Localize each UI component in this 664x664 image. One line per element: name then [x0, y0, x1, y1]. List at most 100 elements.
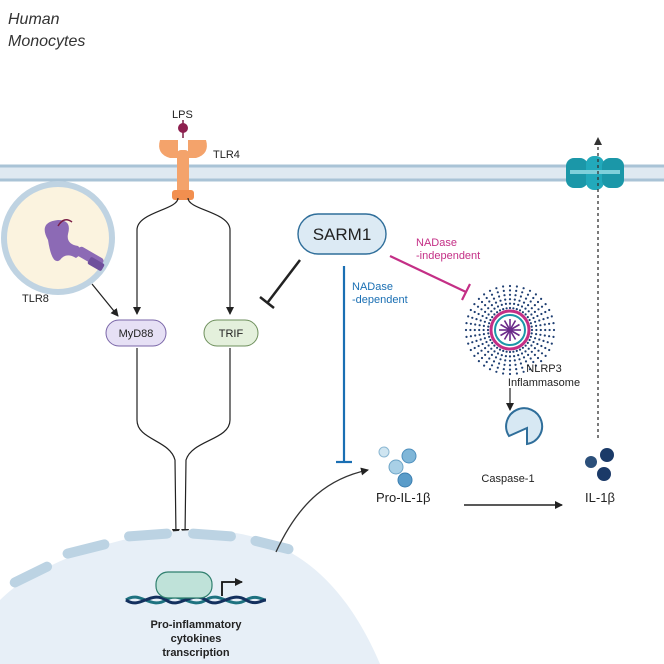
inflammasome-dot	[534, 320, 537, 323]
inflammasome-dot	[480, 356, 484, 360]
inflammasome-dot	[520, 305, 524, 308]
inflammasome-dot	[526, 316, 529, 319]
inflammasome-dot	[502, 368, 505, 371]
inflammasome-dot	[517, 354, 520, 357]
inflammasome-dot	[508, 372, 512, 376]
tlr4-to-myd88-arrow	[133, 197, 179, 315]
inflammasome-dot	[491, 316, 494, 319]
inflammasome-dot	[487, 313, 490, 316]
inflammasome-dot	[517, 303, 520, 306]
inflammasome-dot	[552, 328, 556, 332]
tlr8-to-myd88-arrow	[91, 283, 119, 317]
inflammasome-dot	[518, 299, 521, 302]
inflammasome-dot	[496, 291, 499, 294]
inflammasome-dot	[485, 296, 488, 300]
inflammasome-dot	[488, 300, 491, 303]
il1b-label: IL-1β	[585, 490, 615, 505]
inflammasome-dot	[515, 289, 518, 292]
inflammasome-dot	[489, 338, 492, 342]
inflammasome-dot	[534, 293, 538, 296]
inflammasome-dot	[487, 325, 490, 328]
inflammasome-dot	[540, 344, 543, 348]
inflammasome-dot	[513, 298, 516, 301]
inflammasome-dot	[467, 342, 470, 345]
inflammasome-dot	[490, 304, 493, 307]
inflammasome-dot	[524, 313, 527, 316]
inflammasome-dot	[498, 362, 501, 365]
pro-il1b-label: Pro-IL-1β	[376, 490, 430, 505]
inflammasome-dot	[539, 328, 542, 332]
inflammasome-dot	[469, 348, 472, 352]
inflammasome-dot	[519, 295, 523, 298]
inflammasome-dot	[534, 364, 538, 367]
sarm1-label: SARM1	[313, 225, 372, 244]
inflammasome-dot	[502, 289, 505, 292]
inflammasome-dot	[475, 339, 478, 342]
inflammasome-dot	[513, 355, 516, 358]
inflammasome-dot	[478, 328, 481, 332]
inflammasome-dot	[528, 338, 531, 342]
inflammasome-dot	[508, 298, 512, 301]
inflammasome-dot	[512, 350, 515, 353]
inflammasome-dot	[515, 349, 518, 352]
inflammasome-dot	[496, 346, 499, 349]
inflammasome-dot	[532, 316, 535, 320]
inflammasome-dot	[465, 335, 468, 338]
nadase-dependent-line1: NADase	[352, 281, 393, 293]
inflammasome-dot	[513, 302, 516, 305]
inflammasome-dot	[489, 318, 492, 322]
inflammasome-dot	[504, 302, 507, 305]
inflammasome-dot	[530, 350, 533, 353]
inflammasome-dot	[528, 368, 532, 371]
inflammasome-dot	[490, 310, 493, 313]
inflammasome-dot	[508, 289, 512, 292]
pro-il1b-icon	[378, 446, 417, 488]
inflammasome-dot	[484, 310, 487, 313]
inflammasome-dot	[483, 337, 486, 340]
inflammasome-dot	[508, 368, 512, 371]
inflammasome-dot	[536, 300, 540, 304]
inflammasome-dot	[520, 352, 524, 355]
inflammasome-dot	[492, 297, 496, 300]
inflammasome-dot	[548, 322, 551, 325]
inflammasome-dot	[540, 305, 544, 308]
inflammasome-dot	[469, 322, 472, 325]
inflammasome-dot	[540, 297, 543, 300]
inflammasome-dot	[504, 298, 507, 301]
inflammasome-dot	[474, 334, 477, 337]
inflammasome-dot	[474, 323, 477, 326]
inflammasome-dot	[473, 303, 476, 306]
nadase-dependent-inhibition	[336, 266, 352, 464]
inflammasome-dot	[508, 355, 512, 358]
inflammasome-dot	[477, 344, 480, 348]
inflammasome-dot	[482, 333, 485, 336]
inflammasome-dot	[537, 349, 540, 352]
inflammasome-dot	[469, 328, 472, 332]
inflammasome-dot	[536, 356, 540, 360]
inflammasome-dot	[522, 301, 526, 304]
nadase-independent-line1: NADase	[416, 237, 457, 249]
inflammasome-dot	[499, 299, 502, 302]
inflammasome-dot	[548, 308, 551, 312]
inflammasome-dot	[513, 359, 516, 362]
inflammasome-dot	[530, 328, 534, 332]
inflammasome-dot	[504, 355, 507, 358]
inflammasome-dot	[542, 318, 545, 321]
inflammasome-dot	[514, 294, 517, 297]
title-line1: Human	[8, 11, 60, 28]
inflammasome-dot	[508, 306, 512, 310]
inflammasome-dot	[473, 354, 476, 357]
trif-node: TRIF	[203, 319, 259, 347]
inflammasome-dot	[524, 307, 527, 310]
inflammasome-dot	[495, 370, 498, 373]
inflammasome-dot	[473, 310, 476, 314]
lps-label: LPS	[172, 109, 193, 121]
inflammasome-dot	[539, 324, 542, 327]
inflammasome-dot	[504, 359, 507, 362]
inflammasome-dot	[493, 350, 496, 353]
inflammasome-dot	[529, 357, 532, 360]
tlr8-receptor-icon	[44, 219, 105, 271]
inflammasome-dot	[528, 289, 532, 292]
inflammasome-dot	[542, 339, 545, 342]
inflammasome-dot	[477, 312, 480, 316]
